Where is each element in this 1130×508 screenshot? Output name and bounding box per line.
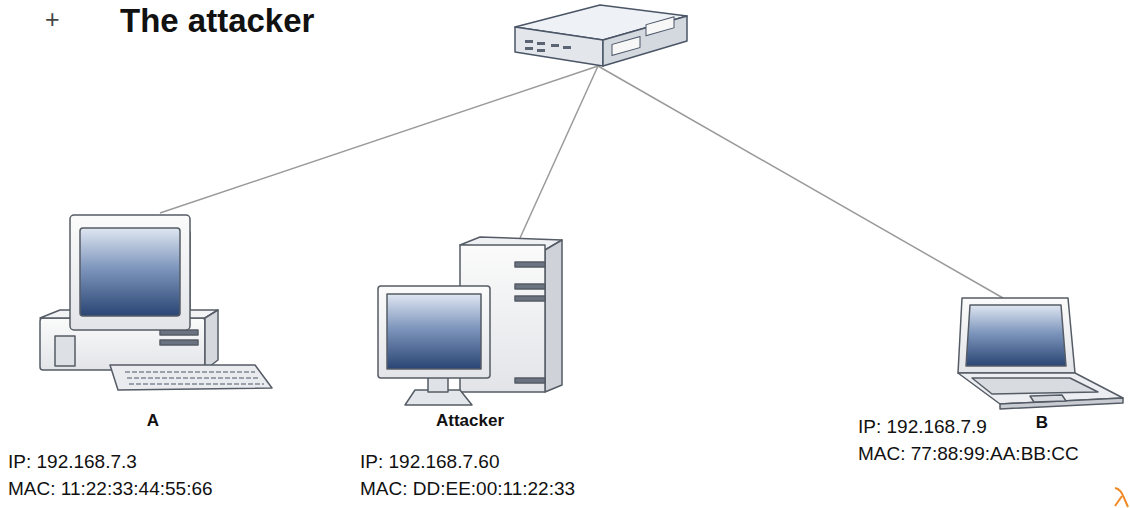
host-name: A bbox=[147, 411, 159, 431]
logo-mark bbox=[1115, 488, 1128, 507]
slide-title: The attacker bbox=[120, 2, 314, 40]
address-text: MAC: 11:22:33:44:55:66 bbox=[8, 478, 213, 501]
host-name: Attacker bbox=[436, 411, 504, 431]
address-text: MAC: DD:EE:00:11:22:33 bbox=[360, 478, 575, 501]
network-switch bbox=[515, 5, 687, 66]
laptop-b bbox=[958, 298, 1123, 409]
computer-node: B IP: 192.168.7.9MAC: 77:88:99:AA:BB:CC bbox=[850, 290, 1130, 508]
address-text: MAC: 77:88:99:AA:BB:CC bbox=[858, 443, 1079, 466]
desktop-computer-attacker bbox=[378, 237, 562, 405]
computer-node: AttackerIP: 192.168.7.60MAC: DD:EE:00:11… bbox=[350, 230, 650, 508]
host-name: B bbox=[1036, 413, 1048, 433]
desktop-computer-a bbox=[40, 215, 272, 390]
address-text: IP: 192.168.7.9 bbox=[858, 416, 987, 439]
address-text: IP: 192.168.7.60 bbox=[360, 451, 499, 474]
network-cable bbox=[160, 66, 1003, 298]
address-text: IP: 192.168.7.3 bbox=[8, 451, 137, 474]
computer-node: A IP: 192.168.7.3MAC: 11:22:33:44:55:66 bbox=[0, 200, 300, 508]
bullet-mark: + bbox=[45, 5, 60, 34]
